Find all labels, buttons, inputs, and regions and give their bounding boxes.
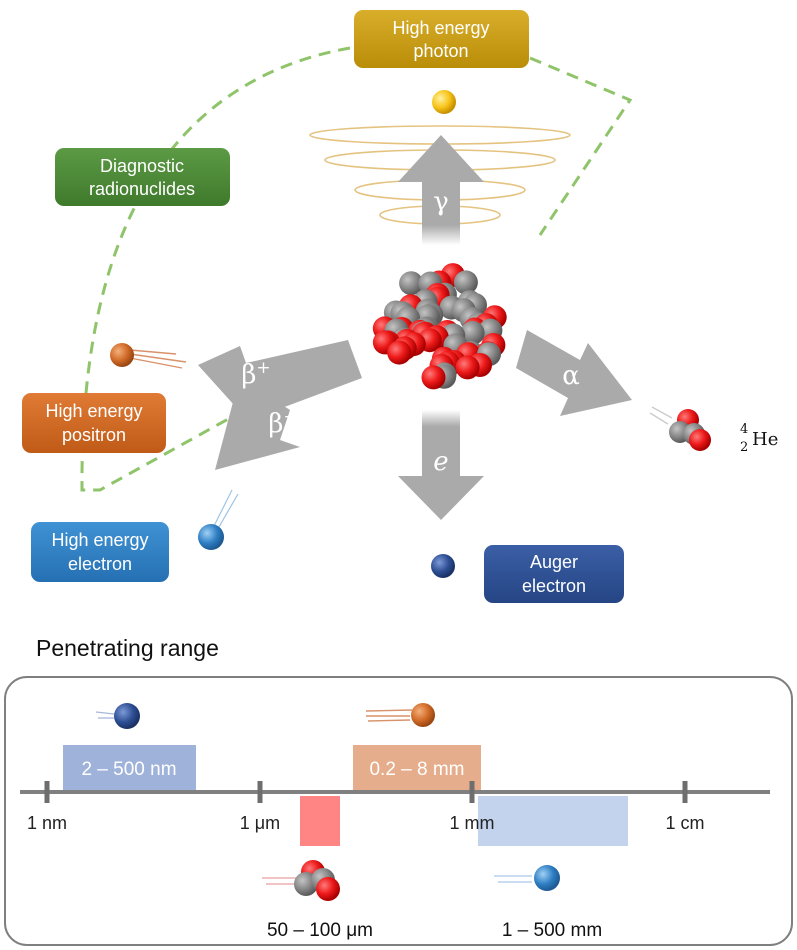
tick-label-nm: 1 nm bbox=[27, 813, 67, 833]
tick-label-mm: 1 mm bbox=[450, 813, 495, 833]
svg-text:Auger: Auger bbox=[530, 552, 578, 572]
proton bbox=[421, 365, 446, 390]
range-axis-ticks bbox=[44, 781, 688, 803]
electron-range-label: 1 – 500 mm bbox=[502, 920, 602, 941]
positron-range-label: 0.2 – 8 mm bbox=[369, 759, 464, 780]
svg-text:photon: photon bbox=[413, 41, 468, 61]
svg-text:He: He bbox=[752, 429, 778, 450]
positron-label-box: High energy positron bbox=[22, 393, 166, 453]
proton bbox=[455, 355, 480, 380]
alpha-range-band bbox=[300, 796, 340, 846]
tick-label-cm: 1 cm bbox=[665, 813, 704, 833]
tick-label-um: 1 μm bbox=[240, 813, 280, 833]
svg-text:High energy: High energy bbox=[51, 530, 148, 550]
photon-particle bbox=[432, 90, 456, 114]
svg-text:electron: electron bbox=[522, 576, 586, 596]
svg-text:4: 4 bbox=[740, 422, 748, 437]
beta-minus-arrow bbox=[215, 396, 300, 470]
positron-particle bbox=[110, 343, 187, 369]
neutron bbox=[453, 270, 478, 295]
electron-particle bbox=[198, 489, 239, 550]
electron-label-box: High energy electron bbox=[31, 522, 169, 582]
alpha-range-label: 50 – 100 μm bbox=[267, 920, 373, 941]
range-positron-particle bbox=[365, 703, 435, 727]
positron-range-band bbox=[353, 745, 481, 790]
diagnostic-sector-outline bbox=[80, 46, 633, 492]
proton bbox=[387, 340, 412, 365]
photon-label-box: High energy photon bbox=[354, 10, 529, 68]
range-panel bbox=[4, 676, 793, 946]
range-alpha-particle bbox=[262, 860, 340, 901]
svg-text:2: 2 bbox=[740, 440, 748, 455]
auger-label-box: Auger electron bbox=[484, 545, 624, 603]
helium-notation: 4 2 He bbox=[740, 422, 778, 455]
svg-text:High energy: High energy bbox=[45, 401, 142, 421]
alpha-arrow bbox=[516, 330, 632, 416]
neutron bbox=[460, 320, 485, 345]
auger-electron-particle bbox=[431, 554, 455, 578]
range-section-title: Penetrating range bbox=[36, 635, 219, 661]
beta-minus-symbol: β− bbox=[268, 407, 297, 439]
svg-text:High energy: High energy bbox=[392, 18, 489, 38]
auger-symbol: e bbox=[433, 447, 448, 477]
electron-range-band bbox=[478, 796, 628, 846]
atomic-nucleus bbox=[372, 263, 507, 390]
alpha-particle bbox=[649, 406, 711, 451]
beta-plus-arrow bbox=[198, 340, 362, 436]
auger-range-band bbox=[63, 745, 196, 790]
svg-text:Diagnostic: Diagnostic bbox=[100, 156, 184, 176]
svg-text:radionuclides: radionuclides bbox=[89, 179, 195, 199]
svg-text:positron: positron bbox=[62, 425, 126, 445]
gamma-arrow bbox=[398, 135, 484, 245]
beta-plus-symbol: β+ bbox=[241, 358, 270, 390]
neutron bbox=[399, 271, 424, 296]
auger-range-label: 2 – 500 nm bbox=[81, 759, 176, 780]
range-auger-particle bbox=[95, 703, 140, 729]
auger-arrow bbox=[398, 410, 484, 520]
gamma-symbol: γ bbox=[433, 187, 449, 217]
diagnostic-label-box: Diagnostic radionuclides bbox=[55, 148, 230, 206]
svg-text:electron: electron bbox=[68, 554, 132, 574]
alpha-symbol: α bbox=[562, 361, 580, 391]
range-electron-particle bbox=[494, 865, 560, 891]
